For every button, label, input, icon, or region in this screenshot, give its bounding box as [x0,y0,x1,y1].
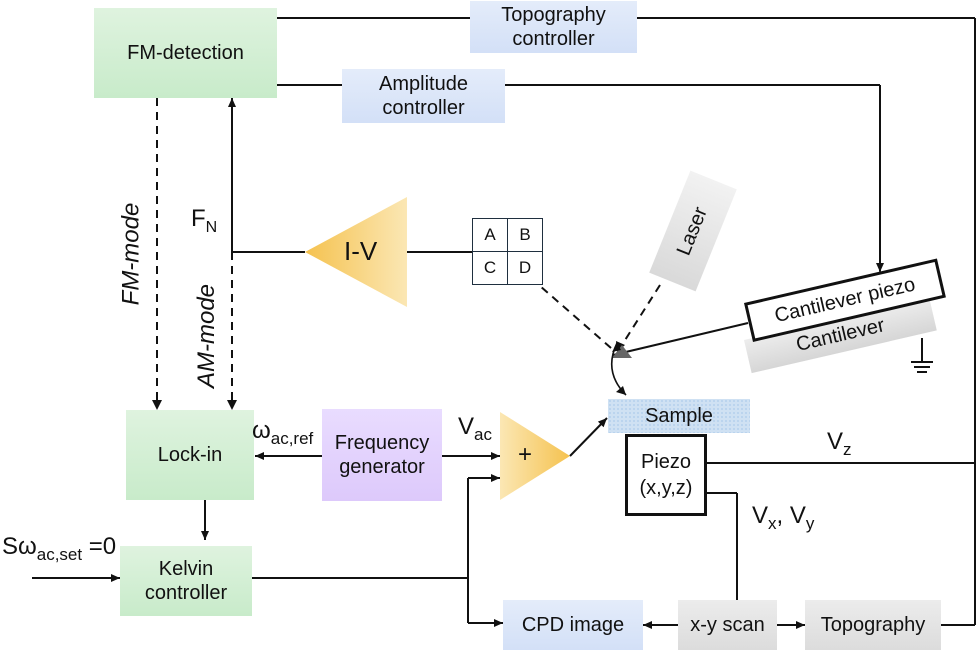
adder-label: + [518,441,533,468]
xy-scan-box: x-y scan [678,600,777,650]
fm-mode-label: FM-mode [117,202,145,306]
iv-label: I-V [344,236,378,266]
amplitude-controller-box: Amplitude controller [342,69,505,123]
cantilever-beam [612,322,749,356]
fm-detection-box: FM-detection [94,8,277,98]
kelvin-controller-box: Kelvin controller [120,546,252,616]
am-mode-label: AM-mode [193,283,221,389]
wire-adder-sample [569,417,608,457]
laser-label: Laser [672,203,713,259]
vxy-label: Vx, Vy [752,502,815,533]
cpd-image-box: CPD image [503,600,643,650]
lock-in-box: Lock-in [126,410,254,500]
photodiode-quadrant-c: C [472,251,508,285]
adder-amplifier [500,412,570,500]
fn-label: FN [191,205,218,236]
vac-label: Vac [458,413,492,444]
topography-box: Topography [805,600,941,650]
vz-label: Vz [827,428,852,459]
photodiode-quadrant-d: D [507,251,543,285]
setpoint-label: Sωac,set =0 [2,533,117,564]
photodiode-quadrant-a: A [472,218,508,252]
laser-beam-in [619,284,661,349]
piezo-box: Piezo (x,y,z) [625,434,707,516]
cantilever-tip [612,345,632,358]
omega-ref-label: ωac,ref [252,417,314,448]
frequency-generator-box: Frequency generator [322,409,442,501]
iv-amplifier [305,197,407,307]
photodiode-quadrant-b: B [507,218,543,252]
sample-box: Sample [608,399,750,433]
topography-controller-box: Topography controller [470,1,637,53]
